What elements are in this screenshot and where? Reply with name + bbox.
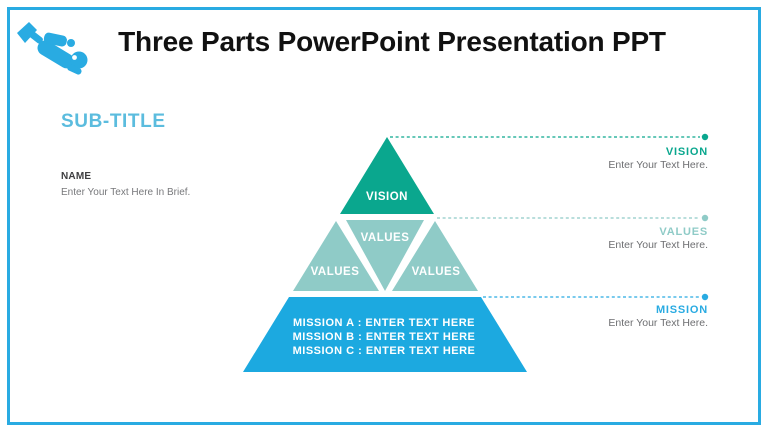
callout-values: VALUES Enter Your Text Here. xyxy=(488,226,708,252)
callout-values-text: Enter Your Text Here. xyxy=(608,239,708,251)
callout-mission: MISSION Enter Your Text Here. xyxy=(488,304,708,330)
name-brief-text: Enter Your Text Here In Brief. xyxy=(61,187,191,198)
values-right-triangle xyxy=(392,221,478,291)
values-center-label: VALUES xyxy=(361,232,410,244)
values-right-label: VALUES xyxy=(412,266,461,278)
mission-line-c: MISSION C : ENTER TEXT HERE xyxy=(293,345,476,357)
vision-triangle-label: VISION xyxy=(366,191,408,203)
values-left-label: VALUES xyxy=(311,266,360,278)
scuba-diver-icon xyxy=(17,22,88,75)
values-left-triangle xyxy=(293,221,379,291)
vision-connector-dot xyxy=(701,133,709,141)
mission-line-a: MISSION A : ENTER TEXT HERE xyxy=(293,317,475,329)
callout-mission-text: Enter Your Text Here. xyxy=(608,317,708,329)
callout-vision: VISION Enter Your Text Here. xyxy=(488,146,708,172)
subtitle: SUB-TITLE xyxy=(61,111,166,132)
diver-mask-glint xyxy=(72,55,77,60)
vision-triangle xyxy=(340,137,434,214)
name-label: NAME xyxy=(61,171,92,182)
callout-mission-label: MISSION xyxy=(655,304,708,316)
scuba-diver-shape xyxy=(17,22,88,75)
mission-line-b: MISSION B : ENTER TEXT HERE xyxy=(293,331,476,343)
values-connector-dot xyxy=(701,214,709,222)
values-center-triangle xyxy=(346,220,424,291)
mission-connector-dot xyxy=(701,293,709,301)
callout-vision-text: Enter Your Text Here. xyxy=(608,159,708,171)
mission-trapezoid xyxy=(243,297,527,372)
slide-title: Three Parts PowerPoint Presentation PPT xyxy=(118,26,666,57)
callout-vision-label: VISION xyxy=(665,146,708,158)
callout-values-label: VALUES xyxy=(659,226,708,238)
